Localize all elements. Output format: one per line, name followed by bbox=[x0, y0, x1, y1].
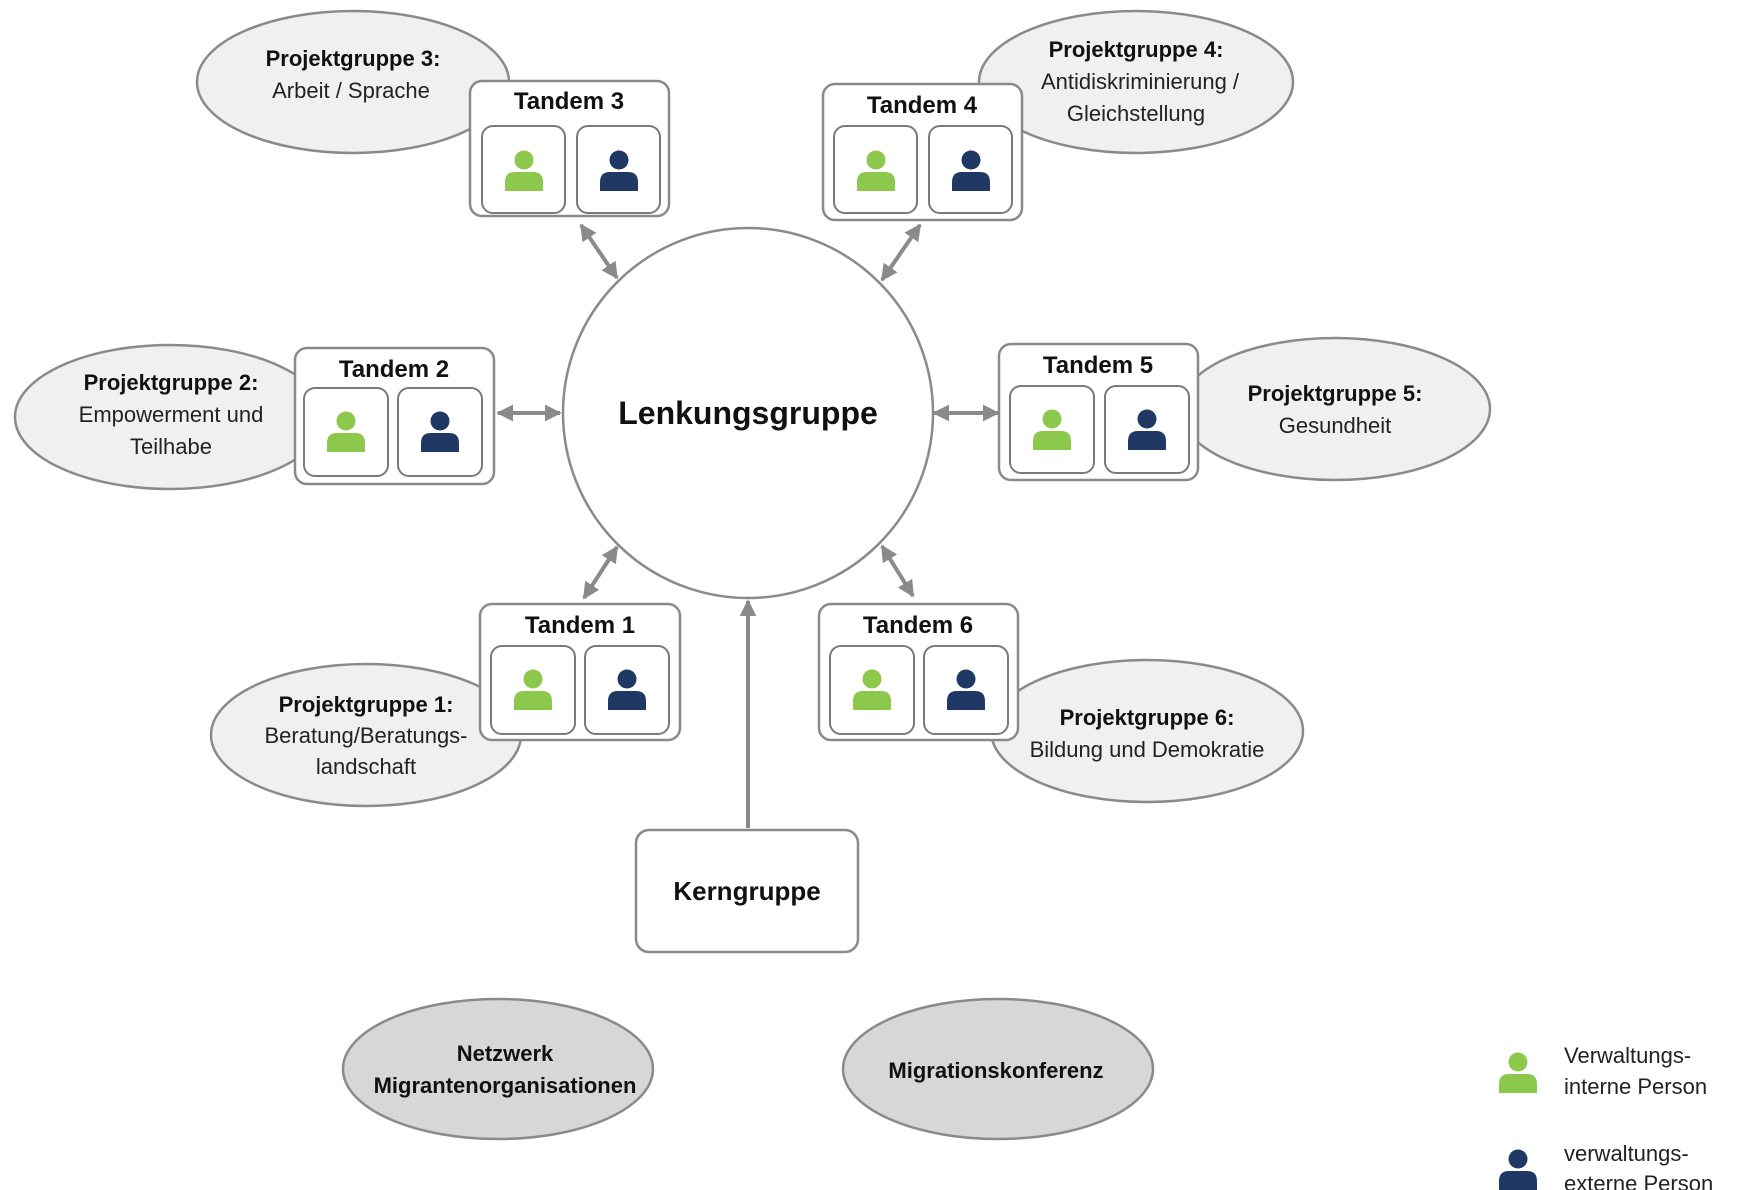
projektgruppe-5-line-1: Gesundheit bbox=[1279, 413, 1392, 438]
projektgruppe-5: Projektgruppe 5: Gesundheit bbox=[1178, 336, 1492, 482]
migrationskonferenz-label: Migrationskonferenz bbox=[888, 1058, 1103, 1083]
projektgruppe-1-line-2: landschaft bbox=[316, 754, 416, 779]
projektgruppe-6-title: Projektgruppe 6: bbox=[1060, 705, 1235, 730]
tandem-5: Tandem 5 bbox=[997, 342, 1200, 482]
lenkungsgruppe-label: Lenkungsgruppe bbox=[618, 395, 878, 431]
tandem-3: Tandem 3 bbox=[468, 79, 671, 218]
migrationskonferenz: Migrationskonferenz bbox=[841, 997, 1155, 1141]
projektgruppe-2: Projektgruppe 2: Empowerment und Teilhab… bbox=[13, 343, 327, 491]
arrow-tandem-6 bbox=[880, 544, 915, 598]
kerngruppe: Kerngruppe bbox=[634, 828, 860, 954]
projektgruppe-6: Projektgruppe 6: Bildung und Demokratie bbox=[989, 658, 1305, 804]
legend-internal-line-2: interne Person bbox=[1564, 1074, 1707, 1099]
projektgruppe-1: Projektgruppe 1: Beratung/Beratungs- lan… bbox=[209, 662, 523, 808]
legend-external-line-2: externe Person bbox=[1564, 1171, 1713, 1190]
arrow-tandem-1 bbox=[582, 545, 619, 600]
projektgruppe-6-line-1: Bildung und Demokratie bbox=[1030, 737, 1265, 762]
projektgruppe-4-line-2: Gleichstellung bbox=[1067, 101, 1205, 126]
tandem-2-label: Tandem 2 bbox=[339, 356, 449, 383]
netzwerk-line-2: Migrantenorganisationen bbox=[374, 1073, 637, 1098]
tandem-2: Tandem 2 bbox=[293, 346, 496, 486]
arrow-tandem-4 bbox=[880, 223, 922, 282]
tandem-6: Tandem 6 bbox=[817, 602, 1020, 742]
projektgruppe-4-title: Projektgruppe 4: bbox=[1049, 37, 1224, 62]
projektgruppe-1-title: Projektgruppe 1: bbox=[279, 692, 454, 717]
tandem-1: Tandem 1 bbox=[478, 602, 682, 742]
projektgruppe-2-line-1: Empowerment und bbox=[79, 402, 264, 427]
lenkungsgruppe: Lenkungsgruppe bbox=[561, 226, 935, 600]
legend: Verwaltungs- interne Person verwaltungs-… bbox=[1499, 1043, 1713, 1190]
projektgruppe-2-title: Projektgruppe 2: bbox=[84, 370, 259, 395]
person-icon bbox=[1499, 1149, 1537, 1190]
projektgruppe-5-title: Projektgruppe 5: bbox=[1248, 381, 1423, 406]
legend-internal-line-1: Verwaltungs- bbox=[1564, 1043, 1691, 1068]
projektgruppe-1-line-1: Beratung/Beratungs- bbox=[264, 723, 467, 748]
kerngruppe-label: Kerngruppe bbox=[673, 876, 820, 906]
tandem-1-label: Tandem 1 bbox=[525, 612, 635, 639]
projektgruppe-2-line-2: Teilhabe bbox=[130, 434, 212, 459]
tandem-4: Tandem 4 bbox=[821, 82, 1024, 222]
projektgruppe-4: Projektgruppe 4: Antidiskriminierung / G… bbox=[977, 9, 1295, 155]
person-icon bbox=[1499, 1052, 1537, 1093]
projektgruppe-3-title: Projektgruppe 3: bbox=[266, 46, 441, 71]
netzwerk-line-1: Netzwerk bbox=[457, 1041, 554, 1066]
tandem-4-label: Tandem 4 bbox=[867, 92, 978, 119]
connectors bbox=[496, 223, 1000, 828]
netzwerk-migrantenorganisationen: Netzwerk Migrantenorganisationen bbox=[341, 997, 655, 1141]
arrow-tandem-3 bbox=[579, 223, 619, 280]
legend-external-line-1: verwaltungs- bbox=[1564, 1141, 1689, 1166]
projektgruppe-3-line-1: Arbeit / Sprache bbox=[272, 78, 430, 103]
tandem-5-label: Tandem 5 bbox=[1043, 352, 1153, 379]
tandem-3-label: Tandem 3 bbox=[514, 88, 624, 115]
tandem-6-label: Tandem 6 bbox=[863, 612, 973, 639]
projektgruppe-3: Projektgruppe 3: Arbeit / Sprache bbox=[195, 9, 511, 155]
projektgruppe-4-line-1: Antidiskriminierung / bbox=[1041, 69, 1240, 94]
